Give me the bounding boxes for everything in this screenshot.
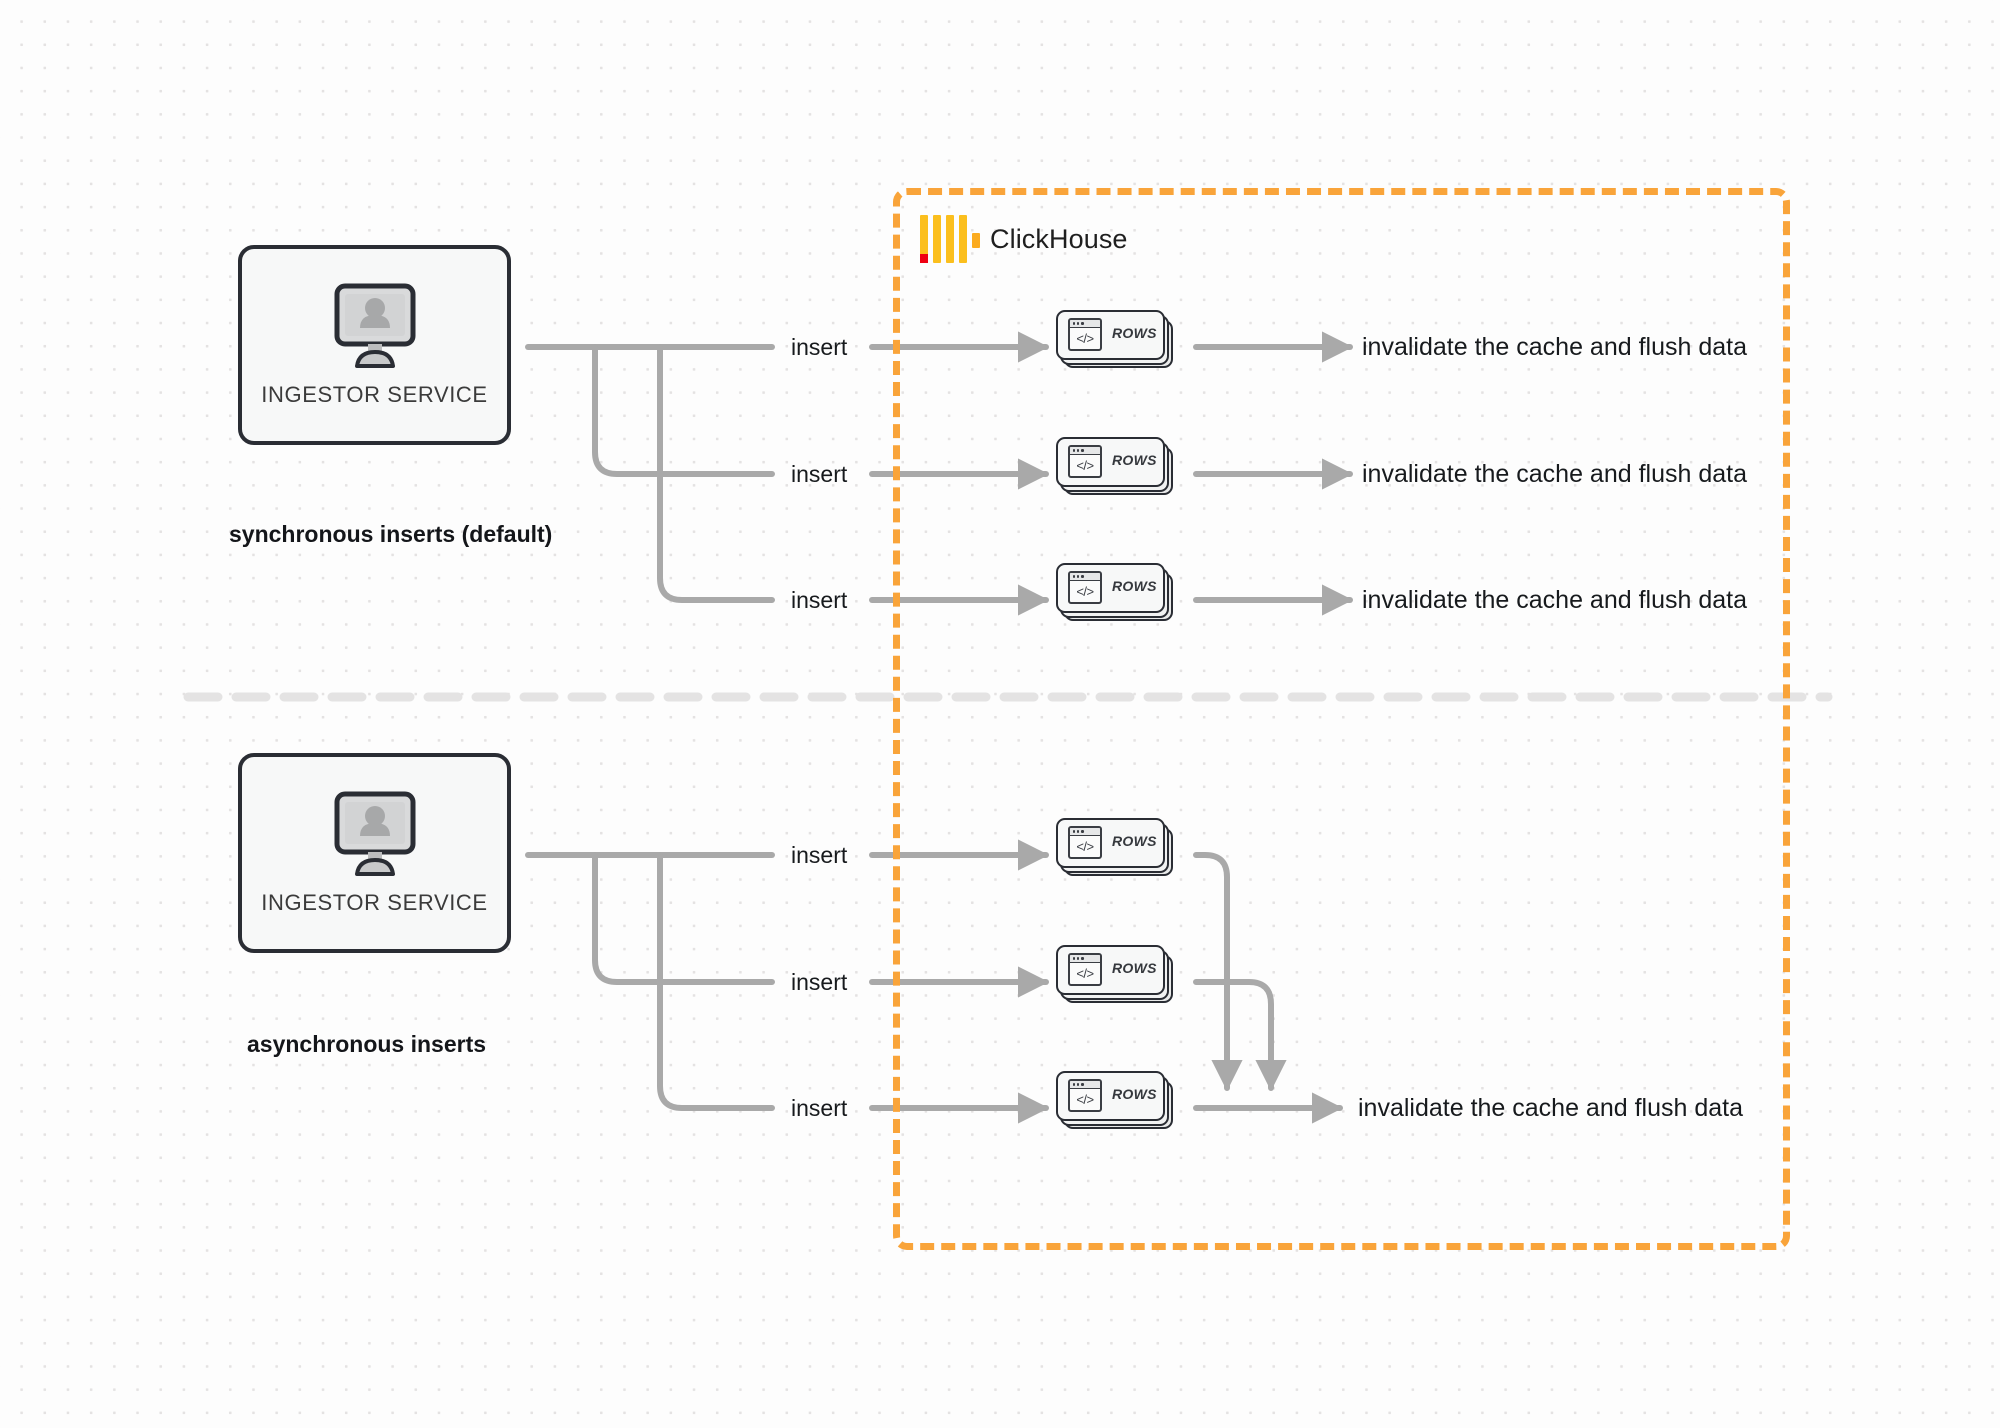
edge-label-async-1: insert bbox=[791, 842, 848, 868]
sync-branch-3 bbox=[657, 344, 775, 603]
edge-label-async-3: insert bbox=[791, 1095, 848, 1121]
async-merge-from-1 bbox=[1193, 852, 1243, 1092]
async-branch-3 bbox=[657, 852, 775, 1111]
code-window-icon: </> bbox=[1068, 1079, 1102, 1112]
code-window-icon: </> bbox=[1068, 318, 1102, 351]
ingestor-service-label-async: INGESTOR SERVICE bbox=[261, 890, 488, 915]
result-label-sync-1: invalidate the cache and flush data bbox=[1362, 333, 1747, 361]
clickhouse-brand: ClickHouse bbox=[920, 215, 1128, 263]
rows-node-async-2[interactable]: </> ROWS bbox=[1056, 945, 1173, 1003]
ingestor-service-async[interactable]: INGESTOR SERVICE bbox=[238, 753, 511, 953]
rows-node-label: ROWS bbox=[1112, 1086, 1157, 1102]
clickhouse-boundary bbox=[893, 188, 1790, 1250]
clickhouse-logo-icon bbox=[920, 215, 980, 263]
async-branch-2 bbox=[592, 852, 775, 985]
caption-synchronous: synchronous inserts (default) bbox=[229, 521, 553, 547]
rows-node-label: ROWS bbox=[1112, 833, 1157, 849]
edge-label-sync-2: insert bbox=[791, 461, 848, 487]
result-label-sync-3: invalidate the cache and flush data bbox=[1362, 586, 1747, 614]
ingestor-service-label-sync: INGESTOR SERVICE bbox=[261, 382, 488, 407]
clickhouse-wordmark: ClickHouse bbox=[990, 223, 1128, 254]
rows-node-label: ROWS bbox=[1112, 578, 1157, 594]
async-merge-from-2 bbox=[1193, 979, 1287, 1092]
sync-branch-2 bbox=[592, 344, 775, 477]
code-window-icon: </> bbox=[1068, 953, 1102, 986]
rows-node-sync-2[interactable]: </> ROWS bbox=[1056, 437, 1173, 495]
edge-label-async-2: insert bbox=[791, 969, 848, 995]
edge-label-sync-3: insert bbox=[791, 587, 848, 613]
rows-node-label: ROWS bbox=[1112, 325, 1157, 341]
caption-asynchronous: asynchronous inserts bbox=[247, 1031, 487, 1057]
edge-label-sync-1: insert bbox=[791, 334, 848, 360]
rows-node-sync-3[interactable]: </> ROWS bbox=[1056, 563, 1173, 621]
monitor-user-icon bbox=[327, 282, 423, 370]
rows-node-label: ROWS bbox=[1112, 960, 1157, 976]
result-label-async-merged: invalidate the cache and flush data bbox=[1358, 1094, 1743, 1122]
ingestor-service-sync[interactable]: INGESTOR SERVICE bbox=[238, 245, 511, 445]
code-window-icon: </> bbox=[1068, 445, 1102, 478]
rows-node-async-3[interactable]: </> ROWS bbox=[1056, 1071, 1173, 1129]
monitor-user-icon bbox=[327, 790, 423, 878]
result-label-sync-2: invalidate the cache and flush data bbox=[1362, 460, 1747, 488]
code-window-icon: </> bbox=[1068, 571, 1102, 604]
rows-node-label: ROWS bbox=[1112, 452, 1157, 468]
code-window-icon: </> bbox=[1068, 826, 1102, 859]
rows-node-async-1[interactable]: </> ROWS bbox=[1056, 818, 1173, 876]
rows-node-sync-1[interactable]: </> ROWS bbox=[1056, 310, 1173, 368]
